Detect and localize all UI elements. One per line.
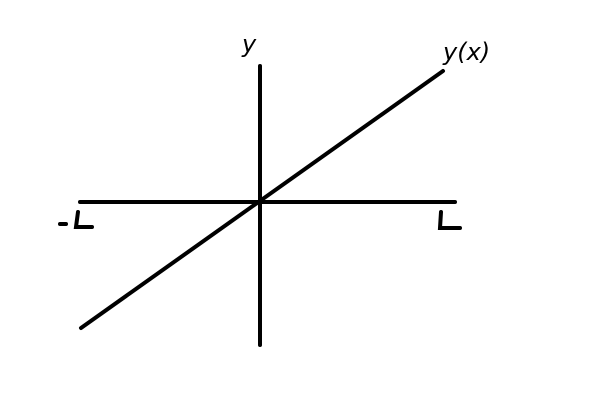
y-axis-label: y	[242, 30, 257, 58]
curve-label: y(x)	[443, 38, 491, 66]
linear-function-line	[79, 69, 445, 330]
l-mark	[437, 210, 462, 230]
minus-l-mark	[58, 210, 94, 229]
